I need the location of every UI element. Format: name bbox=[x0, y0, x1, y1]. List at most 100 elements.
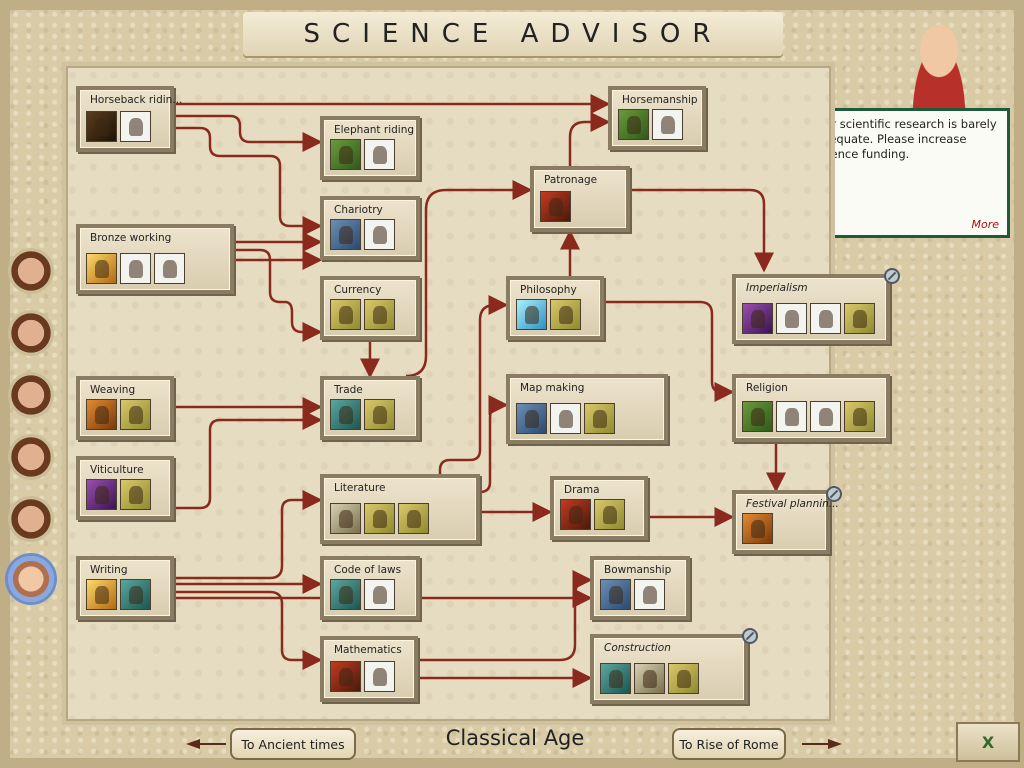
tech-label: Literature bbox=[334, 482, 386, 494]
masks-icon bbox=[560, 499, 591, 530]
tech-chariotry[interactable]: Chariotry bbox=[320, 196, 420, 260]
building-icon bbox=[550, 299, 581, 330]
prev-age-button[interactable]: To Ancient times bbox=[230, 728, 356, 760]
building-icon bbox=[398, 503, 429, 534]
science-advisor-portrait bbox=[898, 4, 980, 108]
building-icon bbox=[844, 303, 875, 334]
tech-literature[interactable]: Literature bbox=[320, 474, 480, 544]
tech-label: Imperialism bbox=[746, 282, 808, 294]
loom-icon bbox=[86, 399, 117, 430]
exit-button[interactable]: X bbox=[956, 722, 1020, 762]
unit-icon bbox=[652, 109, 683, 140]
advisor-speech-box: Our scientific research is barely adequa… bbox=[804, 108, 1010, 238]
tech-label: Writing bbox=[90, 564, 128, 576]
map-icon bbox=[516, 403, 547, 434]
science-advisor-button[interactable] bbox=[8, 556, 54, 602]
tech-label: Chariotry bbox=[334, 204, 383, 216]
tech-trade[interactable]: Trade bbox=[320, 376, 420, 440]
tech-mathematics[interactable]: Mathematics bbox=[320, 636, 418, 702]
tech-patronage[interactable]: Patronage bbox=[530, 166, 630, 232]
unit-icon bbox=[120, 253, 151, 284]
unit-icon bbox=[154, 253, 185, 284]
building-icon bbox=[364, 579, 395, 610]
tech-label: Map making bbox=[520, 382, 585, 394]
foreign-advisor-button[interactable] bbox=[8, 434, 54, 480]
tech-religion[interactable]: Religion bbox=[732, 374, 890, 442]
tech-elephant-riding[interactable]: Elephant riding bbox=[320, 116, 420, 180]
tech-currency[interactable]: Currency bbox=[320, 276, 420, 340]
catapult-icon bbox=[364, 661, 395, 692]
tech-writing[interactable]: Writing bbox=[76, 556, 174, 620]
building-icon bbox=[844, 401, 875, 432]
tech-label: Bowmanship bbox=[604, 564, 672, 576]
scroll-icon bbox=[86, 579, 117, 610]
trade-advisor-button[interactable] bbox=[8, 310, 54, 356]
age-title: Classical Age bbox=[445, 726, 585, 750]
building-icon bbox=[364, 503, 395, 534]
arrow-left-icon bbox=[186, 739, 226, 749]
scroll-icon bbox=[330, 503, 361, 534]
tech-label: Elephant riding bbox=[334, 124, 415, 136]
tech-imperialism[interactable]: Imperialism bbox=[732, 274, 890, 344]
tech-horseback-riding[interactable]: Horseback ridin... bbox=[76, 86, 182, 152]
grapes-icon bbox=[86, 479, 117, 510]
arrow-right-icon bbox=[802, 739, 842, 749]
tech-label: Philosophy bbox=[520, 284, 577, 296]
vineyard-icon bbox=[120, 479, 151, 510]
senators-icon bbox=[540, 191, 571, 222]
tech-weaving[interactable]: Weaving bbox=[76, 376, 174, 440]
temple-icon bbox=[810, 401, 841, 432]
unavailable-icon bbox=[884, 268, 900, 284]
bronze-icon bbox=[86, 253, 117, 284]
tech-label: Horsemanship bbox=[622, 94, 698, 106]
elephant-icon bbox=[330, 139, 361, 170]
tech-viticulture[interactable]: Viticulture bbox=[76, 456, 174, 520]
ship-icon bbox=[550, 403, 581, 434]
horse-icon bbox=[618, 109, 649, 140]
tech-philosophy[interactable]: Philosophy bbox=[506, 276, 604, 340]
tech-drama[interactable]: Drama bbox=[550, 476, 648, 540]
tech-horsemanship[interactable]: Horsemanship bbox=[608, 86, 706, 150]
tech-label: Festival plannin... bbox=[746, 498, 839, 510]
title-plate: SCIENCE ADVISOR bbox=[243, 12, 783, 56]
tech-label: Construction bbox=[604, 642, 671, 654]
cultural-advisor-button[interactable] bbox=[8, 496, 54, 542]
building-icon bbox=[364, 399, 395, 430]
tech-construction[interactable]: Construction bbox=[590, 634, 748, 704]
advisor-message: Our scientific research is barely adequa… bbox=[815, 117, 997, 161]
more-link[interactable]: More bbox=[971, 218, 999, 231]
tech-bowmanship[interactable]: Bowmanship bbox=[590, 556, 690, 620]
columns-icon bbox=[516, 299, 547, 330]
tech-map-making[interactable]: Map making bbox=[506, 374, 668, 444]
abacus-icon bbox=[330, 661, 361, 692]
unavailable-icon bbox=[826, 486, 842, 502]
aqueduct-icon bbox=[600, 663, 631, 694]
tech-label: Currency bbox=[334, 284, 382, 296]
tech-festival-planning[interactable]: Festival plannin... bbox=[732, 490, 839, 554]
tech-bronze-working[interactable]: Bronze working bbox=[76, 224, 234, 294]
unit-icon bbox=[810, 303, 841, 334]
military-advisor-button[interactable] bbox=[8, 372, 54, 418]
tech-label: Bronze working bbox=[90, 232, 172, 244]
unit-icon bbox=[634, 579, 665, 610]
theater-icon bbox=[594, 499, 625, 530]
tech-label: Viticulture bbox=[90, 464, 144, 476]
tablets-icon bbox=[330, 579, 361, 610]
chariot-icon bbox=[330, 219, 361, 250]
building-icon bbox=[668, 663, 699, 694]
tech-tree-board bbox=[62, 62, 835, 725]
religion-icon bbox=[742, 401, 773, 432]
next-age-button[interactable]: To Rise of Rome bbox=[672, 728, 786, 760]
lighthouse-icon bbox=[584, 403, 615, 434]
festival-icon bbox=[742, 513, 773, 544]
tech-code-of-laws[interactable]: Code of laws bbox=[320, 556, 420, 620]
unit-icon bbox=[364, 219, 395, 250]
building-icon bbox=[120, 399, 151, 430]
domestic-advisor-button[interactable] bbox=[8, 248, 54, 294]
tech-label: Religion bbox=[746, 382, 788, 394]
crown-icon bbox=[742, 303, 773, 334]
page-title: SCIENCE ADVISOR bbox=[303, 19, 723, 49]
unit-icon bbox=[776, 303, 807, 334]
tech-label: Code of laws bbox=[334, 564, 402, 576]
bridge-icon bbox=[634, 663, 665, 694]
